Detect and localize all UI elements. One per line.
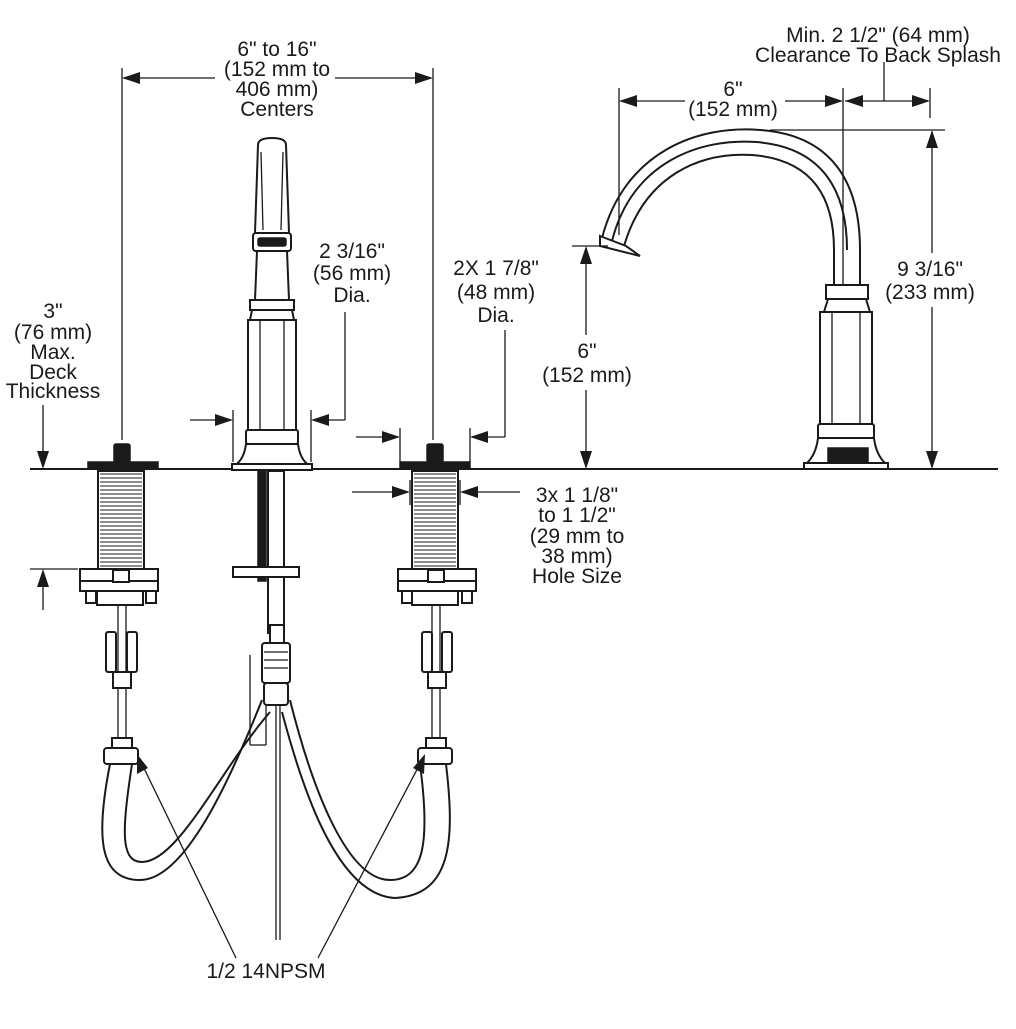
dimension-overall-height <box>770 129 945 469</box>
leader-connection <box>137 754 425 959</box>
dimension-clearance <box>845 62 931 118</box>
label-handle-dia-line-1: 2X 1 7/8" <box>453 257 539 280</box>
label-deck-thickness-line-3: Max. <box>30 341 76 364</box>
label-spout-reach-line-2: (152 mm) <box>688 98 778 121</box>
label-spout-reach: 6" (152 mm) <box>688 78 778 121</box>
label-spout-dia-line-2: (56 mm) <box>313 262 391 285</box>
label-deck-thickness-line-4: Deck <box>29 361 77 384</box>
label-deck-thickness-line-1: 3" <box>43 300 62 323</box>
label-hole-size-line-4: 38 mm) <box>541 545 612 568</box>
center-spout-front-view <box>230 136 314 940</box>
dimension-spout-dia <box>190 312 346 462</box>
label-deck-thickness: 3" (76 mm) Max. Deck Thickness <box>6 300 101 403</box>
label-centers-line-2: (152 mm to <box>224 58 330 81</box>
label-spout-height: 6" (152 mm) <box>542 340 632 387</box>
dimension-centers <box>121 68 434 440</box>
label-hole-size-line-1: 3x 1 1/8" <box>536 484 618 507</box>
dimension-handle-dia <box>356 330 506 462</box>
label-handle-dia: 2X 1 7/8" (48 mm) Dia. <box>453 257 539 327</box>
label-overall-height-line-2: (233 mm) <box>885 281 975 304</box>
dimension-spout-height <box>572 245 608 469</box>
label-overall-height-line-1: 9 3/16" <box>897 258 963 281</box>
label-centers-line-3: 406 mm) <box>236 78 319 101</box>
dimension-deck-thickness <box>30 405 78 610</box>
label-clearance-line-2: Clearance To Back Splash <box>755 44 1001 67</box>
label-centers-line-4: Centers <box>240 98 314 121</box>
label-hole-size-line-2: to 1 1/2" <box>538 504 616 527</box>
label-spout-dia: 2 3/16" (56 mm) Dia. <box>313 240 391 307</box>
label-spout-dia-line-3: Dia. <box>333 284 370 307</box>
spout-side-view <box>599 128 889 470</box>
label-deck-thickness-line-5: Thickness <box>6 380 101 403</box>
label-spout-height-line-1: 6" <box>577 340 596 363</box>
label-centers: 6" to 16" (152 mm to 406 mm) Centers <box>224 38 330 121</box>
label-handle-dia-line-3: Dia. <box>477 304 514 327</box>
label-hole-size: 3x 1 1/8" to 1 1/2" (29 mm to 38 mm) Hol… <box>530 484 625 588</box>
label-connection: 1/2 14NPSM <box>206 960 325 983</box>
label-spout-dia-line-1: 2 3/16" <box>319 240 385 263</box>
label-clearance: Min. 2 1/2" (64 mm) Clearance To Back Sp… <box>755 24 1001 67</box>
dimension-hole-size <box>352 480 520 505</box>
label-spout-reach-line-1: 6" <box>723 78 742 101</box>
dimension-spout-reach <box>618 88 844 285</box>
label-centers-line-1: 6" to 16" <box>237 38 316 61</box>
right-handle-valve <box>397 443 477 765</box>
left-handle-valve <box>79 443 159 765</box>
label-hole-size-line-3: (29 mm to <box>530 525 625 548</box>
label-overall-height: 9 3/16" (233 mm) <box>885 258 975 304</box>
label-hole-size-line-5: Hole Size <box>532 565 622 588</box>
label-handle-dia-line-2: (48 mm) <box>457 281 535 304</box>
label-spout-height-line-2: (152 mm) <box>542 364 632 387</box>
label-deck-thickness-line-2: (76 mm) <box>14 321 92 344</box>
supply-hoses <box>101 699 451 900</box>
label-clearance-line-1: Min. 2 1/2" (64 mm) <box>786 24 970 47</box>
